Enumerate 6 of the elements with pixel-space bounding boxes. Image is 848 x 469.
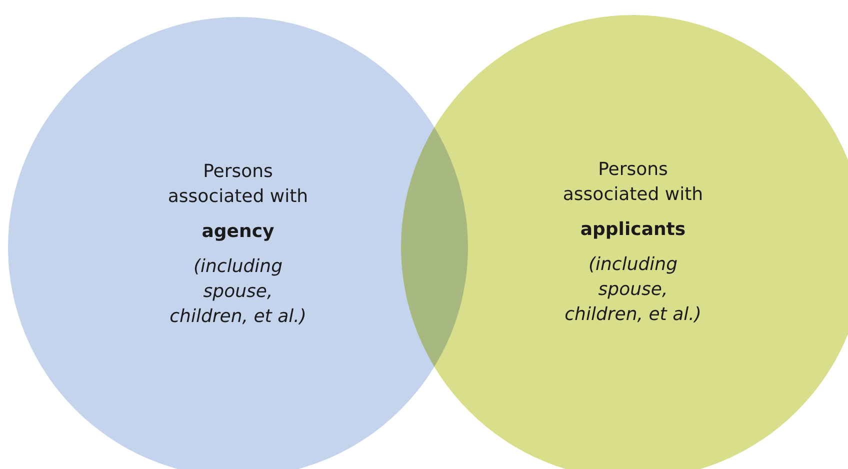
note-text: (including spouse, children, et al.) bbox=[564, 253, 702, 327]
heading-text: Persons associated with bbox=[166, 160, 310, 209]
bold-label: agency bbox=[200, 220, 276, 244]
bold-label: applicants bbox=[579, 218, 687, 242]
heading-text: Persons associated with bbox=[562, 158, 704, 207]
note-text: (including spouse, children, et al.) bbox=[168, 255, 308, 329]
